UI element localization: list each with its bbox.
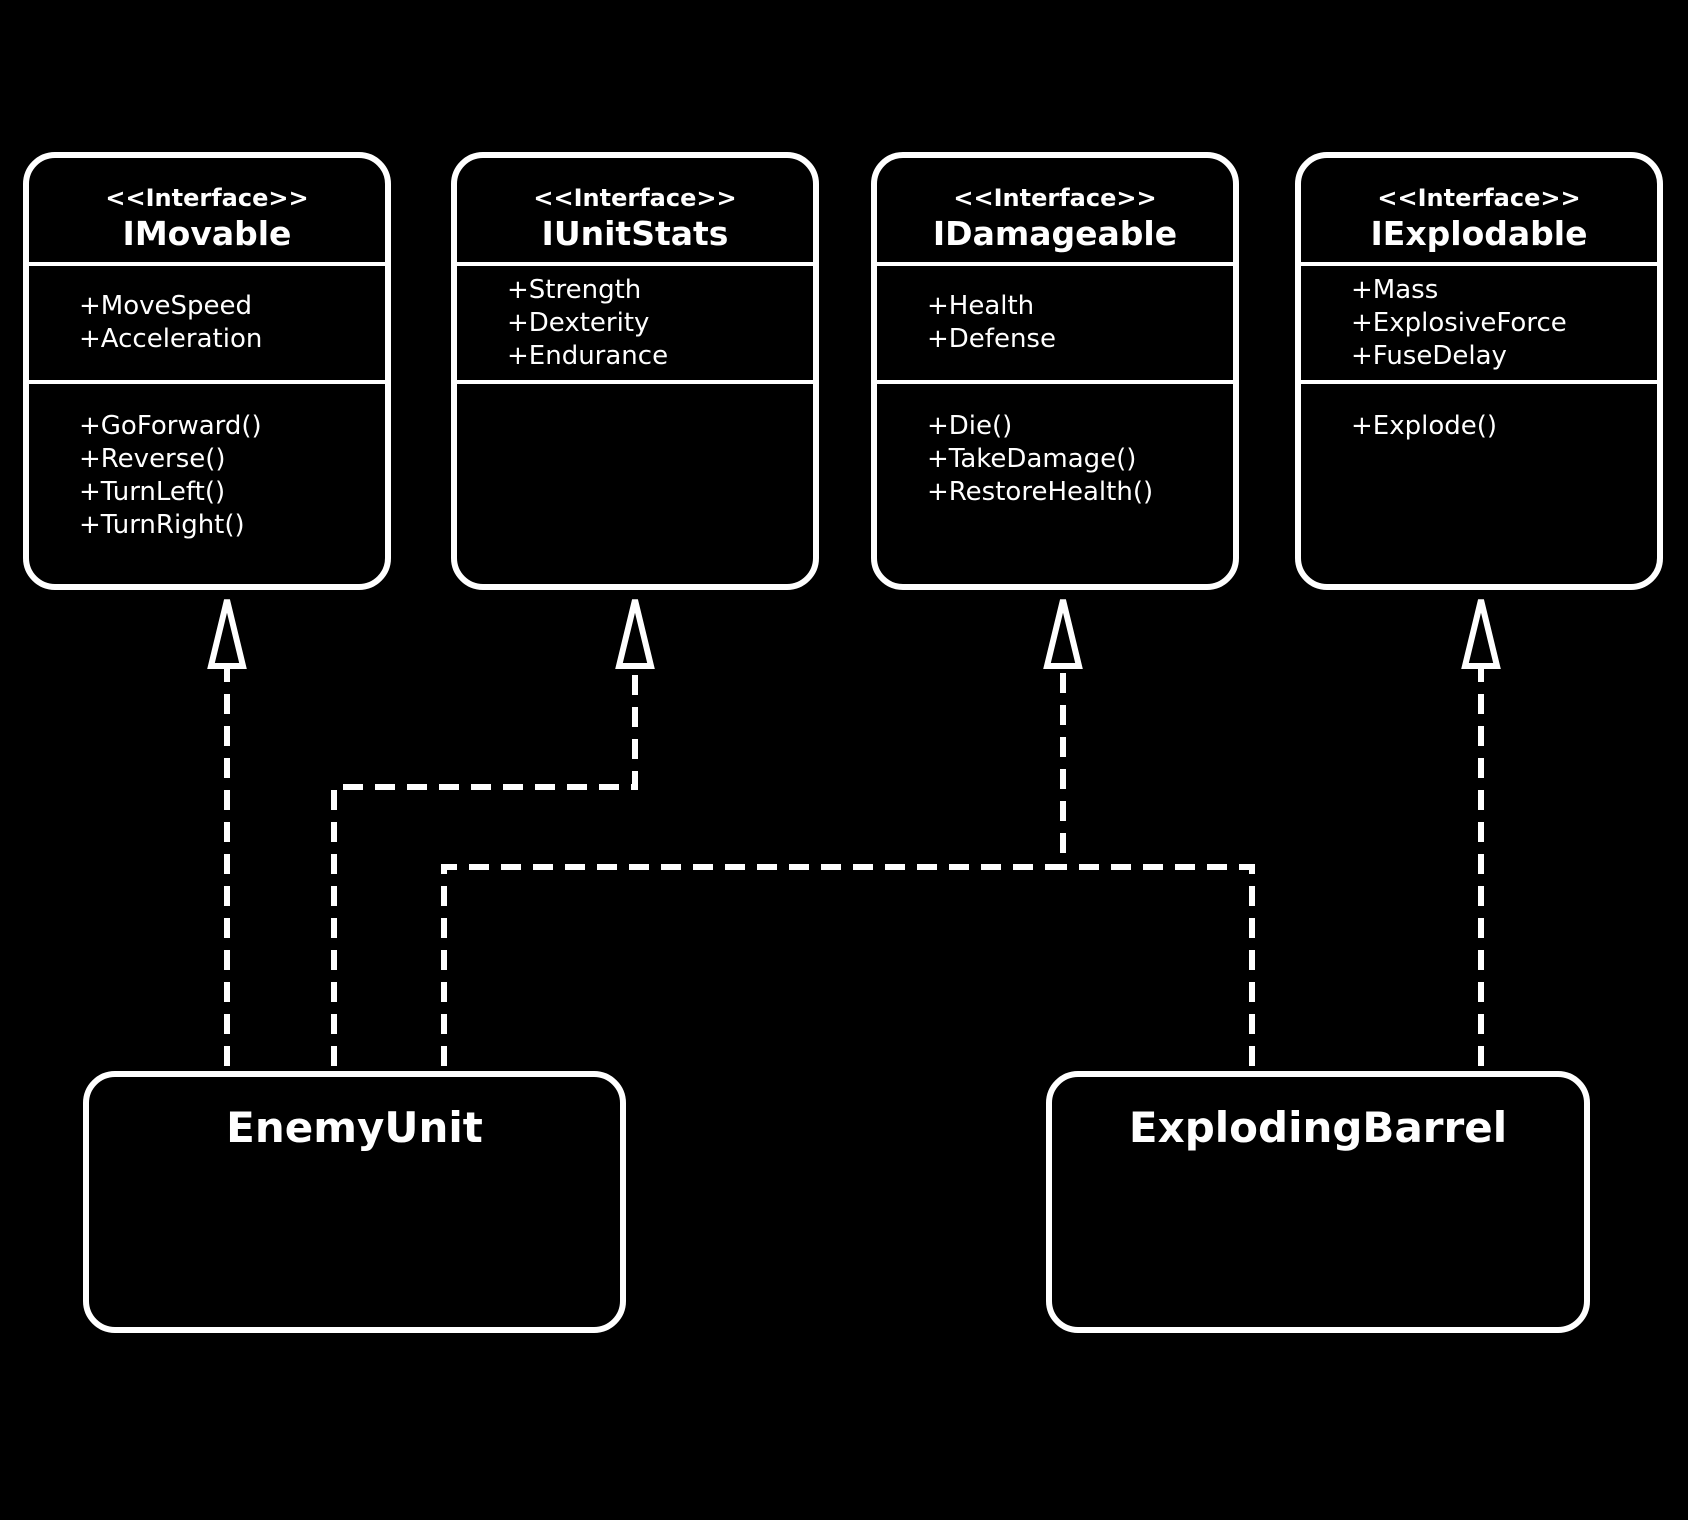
realization-line-explodingbarrel-idamageable (1063, 864, 1255, 1066)
realization-arrowhead-idamageable (1043, 599, 1083, 669)
methods-compartment (457, 384, 813, 410)
attribute: +Strength (507, 274, 642, 305)
attribute: +Acceleration (79, 324, 263, 354)
interface-header: <<Interface>> IMovable (29, 158, 385, 266)
interface-header: <<Interface>> IExplodable (1301, 158, 1657, 266)
realization-line-enemyunit-idamageable (441, 666, 1066, 1066)
method: +Explode() (1351, 411, 1498, 441)
realization-arrowhead-iexplodable (1461, 599, 1501, 669)
attribute: +FuseDelay (1351, 340, 1507, 371)
method: +Reverse() (79, 444, 226, 474)
attribute: +MoveSpeed (79, 291, 253, 321)
interface-box-iexplodable: <<Interface>> IExplodable +Mass +Explosi… (1295, 152, 1663, 590)
stereotype-label: <<Interface>> (533, 184, 737, 212)
interface-box-imovable: <<Interface>> IMovable +MoveSpeed +Accel… (23, 152, 391, 590)
interface-header: <<Interface>> IDamageable (877, 158, 1233, 266)
method: +TurnRight() (79, 510, 245, 540)
interface-name: IMovable (122, 214, 292, 253)
method: +RestoreHealth() (927, 477, 1154, 507)
realization-arrowhead-iunitstats (615, 599, 655, 669)
method: +GoForward() (79, 411, 262, 441)
class-box-enemyunit: EnemyUnit (83, 1071, 626, 1333)
attribute: +Mass (1351, 274, 1439, 305)
interface-name: IDamageable (932, 214, 1178, 253)
method: +TakeDamage() (927, 444, 1137, 474)
attribute: +Health (927, 291, 1035, 321)
attribute: +Dexterity (507, 307, 650, 338)
attributes-compartment: +Health +Defense (877, 266, 1233, 384)
realization-line-enemyunit-iunitstats (331, 666, 638, 1066)
interface-box-iunitstats: <<Interface>> IUnitStats +Strength +Dext… (451, 152, 819, 590)
attribute: +ExplosiveForce (1351, 307, 1567, 338)
attributes-compartment: +MoveSpeed +Acceleration (29, 266, 385, 384)
realization-arrowhead-imovable (207, 599, 247, 669)
class-box-explodingbarrel: ExplodingBarrel (1046, 1071, 1590, 1333)
attributes-compartment: +Mass +ExplosiveForce +FuseDelay (1301, 266, 1657, 384)
class-name: ExplodingBarrel (1128, 1103, 1508, 1152)
method: +TurnLeft() (79, 477, 226, 507)
interface-box-idamageable: <<Interface>> IDamageable +Health +Defen… (871, 152, 1239, 590)
stereotype-label: <<Interface>> (953, 184, 1157, 212)
attribute: +Endurance (507, 340, 669, 371)
methods-compartment: +GoForward() +Reverse() +TurnLeft() +Tur… (29, 384, 385, 542)
stereotype-label: <<Interface>> (1377, 184, 1581, 212)
methods-compartment: +Explode() (1301, 384, 1657, 443)
attributes-compartment: +Strength +Dexterity +Endurance (457, 266, 813, 384)
interface-header: <<Interface>> IUnitStats (457, 158, 813, 266)
interface-name: IExplodable (1370, 214, 1588, 253)
method: +Die() (927, 411, 1013, 441)
interface-name: IUnitStats (541, 214, 729, 253)
stereotype-label: <<Interface>> (105, 184, 309, 212)
class-name: EnemyUnit (226, 1103, 483, 1152)
attribute: +Defense (927, 324, 1056, 354)
methods-compartment: +Die() +TakeDamage() +RestoreHealth() (877, 384, 1233, 509)
